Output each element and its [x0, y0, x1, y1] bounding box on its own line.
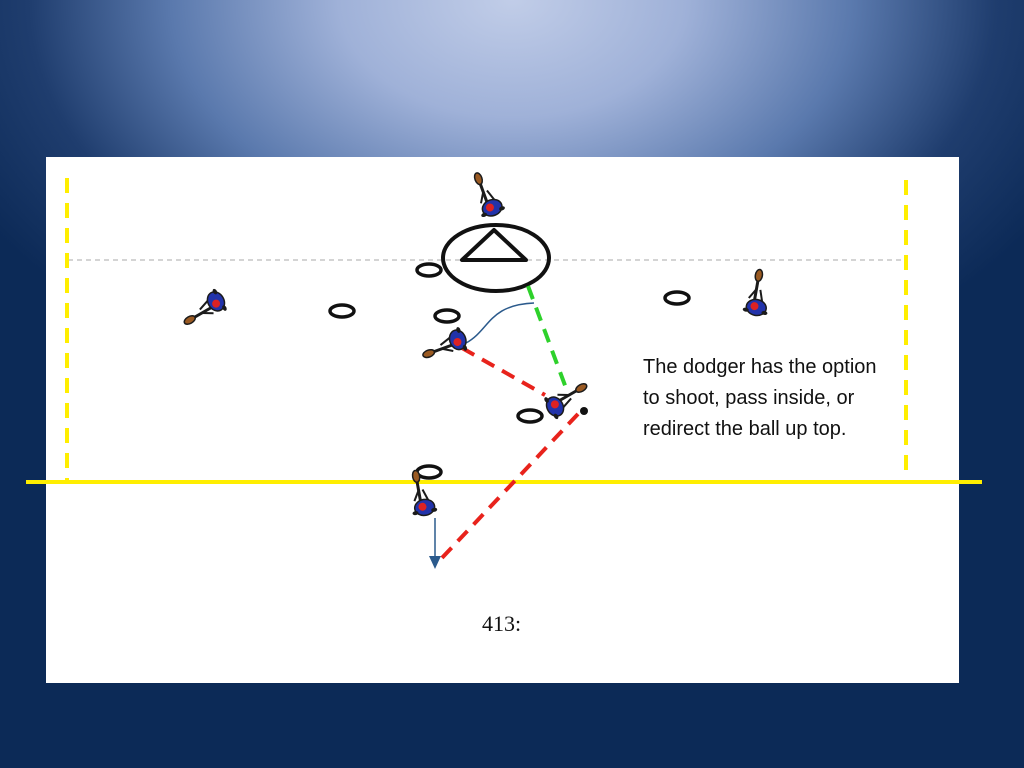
field-area	[46, 157, 959, 683]
ball-icon	[580, 407, 588, 415]
cut-path	[465, 302, 535, 344]
play-caption: The dodger has the option to shoot, pass…	[643, 352, 933, 445]
goal-crease-triangle-icon	[441, 223, 551, 293]
defender-ring-icon	[663, 290, 691, 306]
shot-option-line	[526, 285, 568, 389]
defender-ring-icon	[433, 308, 461, 324]
caption-line: The dodger has the option	[643, 356, 877, 378]
caption-line: redirect the ball up top.	[643, 418, 847, 440]
defender-ring-icon	[328, 303, 356, 319]
redirect-pass-line	[438, 412, 580, 562]
movement-arrow-icon	[429, 518, 441, 569]
caption-line: to shoot, pass inside, or	[643, 387, 855, 409]
lacrosse-player-icon	[416, 324, 472, 367]
lacrosse-player-icon	[175, 285, 231, 334]
lacrosse-player-icon	[465, 166, 508, 222]
lacrosse-player-icon	[740, 266, 777, 319]
slide-number: 413:	[482, 611, 522, 636]
defender-ring-icon	[516, 408, 544, 424]
defender-ring-icon	[415, 262, 443, 278]
defender-ring-icon	[415, 464, 443, 480]
pass-inside-line	[461, 346, 546, 397]
